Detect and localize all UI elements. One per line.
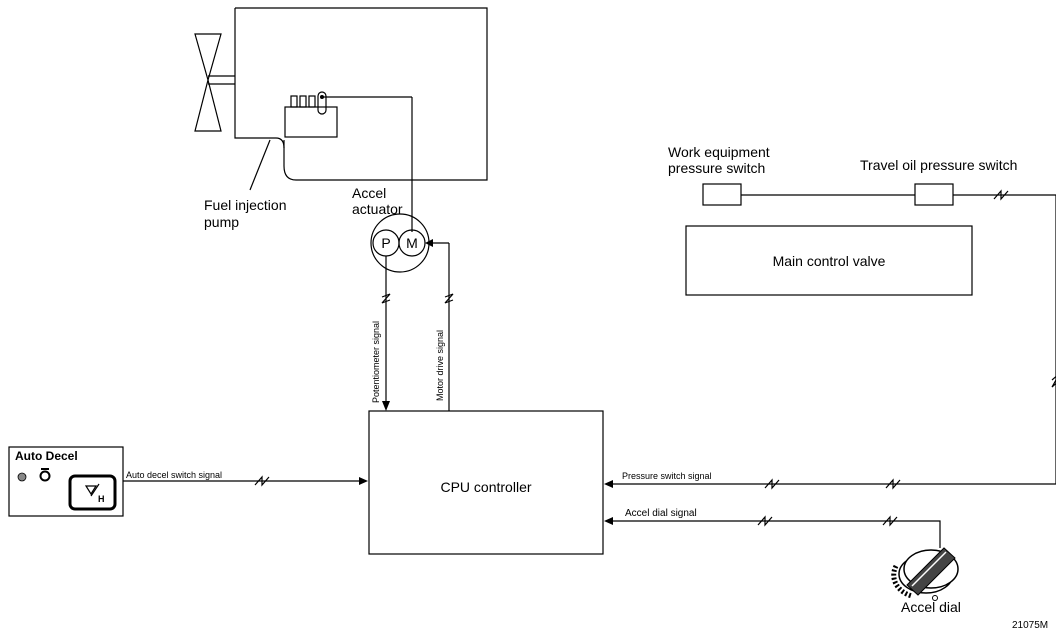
potentiometer-letter: P <box>381 235 390 251</box>
pressure-switch-signal-label: Pressure switch signal <box>622 471 712 481</box>
fuel-injection-pump <box>249 91 413 232</box>
accel-actuator <box>370 213 430 273</box>
figure-number: 21075M <box>1012 620 1048 631</box>
indicator-lamp-icon <box>17 472 27 482</box>
signal-break-icon <box>993 189 1009 201</box>
auto-decel-signal-line <box>123 475 368 487</box>
cpu-controller-box <box>368 410 604 555</box>
signal-break-icon <box>882 515 898 527</box>
auto-decel-signal-label: Auto decel switch signal <box>126 470 222 480</box>
accel-dial-signal-line <box>604 515 941 548</box>
signal-break-icon <box>444 293 454 304</box>
engine-symbol-icon <box>39 468 51 482</box>
accel-actuator-label: Accel actuator <box>352 185 403 217</box>
cooling-fan-icon <box>194 33 235 132</box>
main-control-valve-box <box>685 225 973 296</box>
motor-drive-signal-line <box>425 239 454 411</box>
signal-break-icon <box>885 478 901 490</box>
accel-dial-signal-label: Accel dial signal <box>625 508 697 519</box>
auto-decel-title: Auto Decel <box>15 449 78 463</box>
motor-letter: M <box>406 235 418 251</box>
motor-drive-signal-label: Motor drive signal <box>435 330 445 401</box>
pressure-switch-signal-line <box>604 189 1056 490</box>
fuel-injection-pump-label: Fuel injection pump <box>204 197 290 230</box>
signal-break-icon <box>381 293 391 304</box>
travel-oil-pressure-switch <box>914 183 954 206</box>
work-equipment-pressure-switch-label: Work equipment pressure switch <box>668 144 774 176</box>
cpu-controller-label: CPU controller <box>440 479 531 495</box>
accel-dial-label: Accel dial <box>901 599 961 615</box>
main-control-valve-label: Main control valve <box>773 253 886 269</box>
travel-oil-pressure-switch-label: Travel oil pressure switch <box>860 157 1017 173</box>
engine-block-icon <box>234 7 488 181</box>
signal-break-icon <box>757 515 773 527</box>
potentiometer-signal-line <box>381 256 391 411</box>
signal-break-icon <box>254 475 270 487</box>
decel-button-icon[interactable]: H <box>68 474 117 511</box>
potentiometer-signal-label: Potentiometer signal <box>371 321 381 403</box>
work-equipment-pressure-switch <box>702 183 742 206</box>
signal-break-icon <box>764 478 780 490</box>
accel-dial-knob-icon[interactable] <box>891 547 959 601</box>
svg-text:H: H <box>98 494 105 504</box>
